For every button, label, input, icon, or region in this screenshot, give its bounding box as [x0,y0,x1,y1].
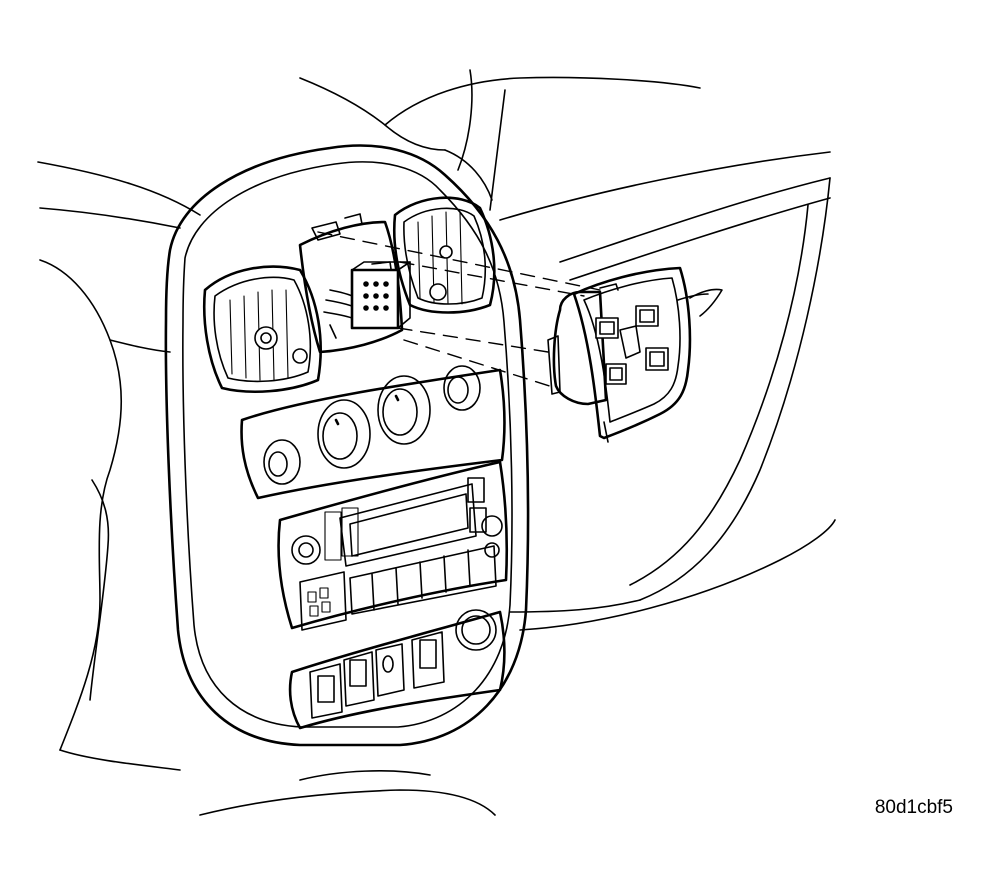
wire-harness-connector [323,261,411,339]
dashboard-background-contours [37,69,836,751]
climate-knob-panel [240,365,506,500]
figure-id-label: 80d1cbf5 [874,797,953,818]
center-bezel [164,144,530,747]
right-air-vent [392,196,496,314]
left-lower-panel [59,479,496,816]
radio-panel [277,460,509,631]
left-air-vent [202,265,322,393]
installation-guide-lines [317,231,601,389]
power-window-switch-module [547,266,692,443]
lower-switch-panel [288,609,506,730]
